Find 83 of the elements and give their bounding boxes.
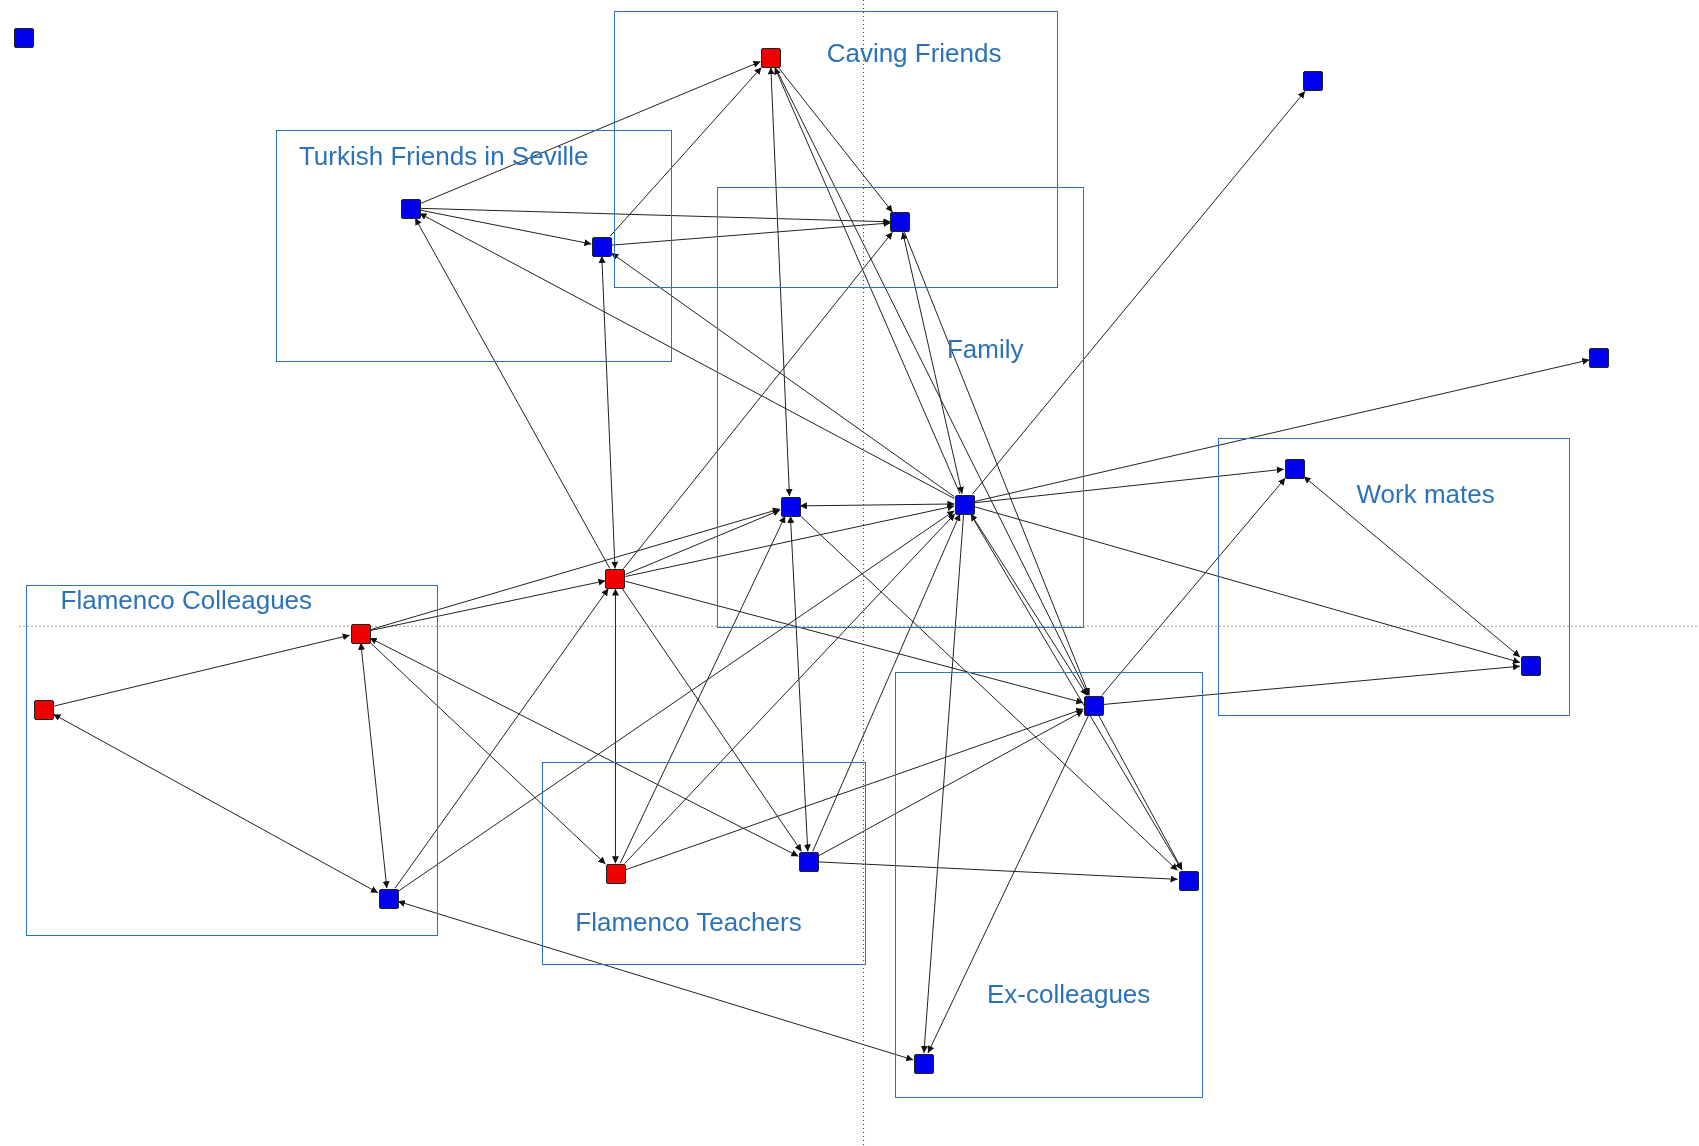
arrow bbox=[817, 710, 1084, 857]
arrow bbox=[419, 212, 955, 499]
group-box bbox=[541, 761, 866, 966]
person-node bbox=[606, 864, 627, 885]
arrow bbox=[970, 513, 1088, 696]
person-node bbox=[914, 1053, 935, 1074]
person-node bbox=[780, 497, 801, 517]
group-title: Caving Friends bbox=[826, 40, 1002, 66]
group-box bbox=[26, 585, 438, 937]
group-title: Flamenco Teachers bbox=[575, 909, 802, 935]
arrow bbox=[973, 506, 1521, 664]
arrow bbox=[817, 861, 1179, 883]
person-node bbox=[761, 48, 782, 69]
arrow bbox=[624, 509, 781, 575]
arrow bbox=[927, 714, 1090, 1054]
arrow bbox=[419, 209, 592, 247]
arrow bbox=[973, 358, 1590, 503]
arrow bbox=[903, 231, 1090, 696]
arrow bbox=[799, 500, 955, 510]
arrow bbox=[621, 588, 802, 852]
person-node bbox=[592, 236, 613, 257]
arrow bbox=[624, 707, 1084, 871]
person-node bbox=[13, 27, 34, 48]
arrow bbox=[598, 255, 619, 570]
group-title: Ex-colleagues bbox=[987, 980, 1151, 1007]
person-node bbox=[350, 623, 371, 644]
arrow bbox=[1102, 663, 1521, 705]
group-box bbox=[717, 187, 1084, 629]
arrow bbox=[787, 515, 811, 852]
arrow bbox=[397, 900, 914, 1062]
group-box bbox=[276, 130, 672, 362]
arrow bbox=[369, 578, 606, 632]
arrow bbox=[369, 507, 781, 631]
arrow bbox=[1303, 475, 1521, 658]
arrow bbox=[369, 641, 606, 865]
arrow bbox=[419, 61, 761, 205]
arrow bbox=[624, 504, 955, 577]
arrow bbox=[1098, 714, 1183, 871]
arrow bbox=[619, 515, 786, 864]
person-node bbox=[1589, 347, 1610, 368]
person-node bbox=[605, 568, 626, 589]
arrow bbox=[972, 90, 1306, 495]
person-node bbox=[1084, 696, 1105, 717]
person-node bbox=[890, 212, 911, 233]
person-node bbox=[378, 889, 399, 910]
arrow bbox=[624, 513, 956, 864]
arrow bbox=[394, 588, 609, 889]
person-node bbox=[1284, 459, 1305, 480]
person-node bbox=[1178, 870, 1199, 891]
arrow bbox=[767, 66, 793, 497]
person-node bbox=[1520, 656, 1541, 677]
person-node bbox=[400, 199, 421, 219]
arrow bbox=[414, 217, 611, 570]
arrow bbox=[609, 66, 762, 237]
arrow bbox=[369, 637, 799, 857]
arrow bbox=[900, 231, 964, 495]
arrow bbox=[611, 588, 619, 864]
group-title: Flamenco Colleagues bbox=[60, 587, 313, 614]
arrow bbox=[397, 510, 955, 892]
arrow bbox=[799, 514, 1179, 871]
person-node bbox=[34, 699, 55, 720]
arrow bbox=[624, 580, 1084, 705]
arrow bbox=[52, 713, 379, 894]
person-node bbox=[799, 852, 820, 873]
arrow bbox=[419, 207, 891, 226]
group-title: Work mates bbox=[1356, 481, 1495, 507]
arrow bbox=[969, 513, 1183, 871]
arrow bbox=[812, 513, 961, 852]
group-box bbox=[1217, 437, 1571, 717]
person-node bbox=[955, 494, 976, 515]
group-box bbox=[614, 10, 1058, 289]
arrow bbox=[52, 633, 351, 707]
arrow bbox=[358, 642, 390, 889]
arrow bbox=[777, 66, 894, 213]
arrow bbox=[622, 231, 893, 570]
arrow bbox=[920, 513, 965, 1054]
person-node bbox=[1303, 71, 1324, 92]
arrow bbox=[1101, 477, 1286, 696]
arrow bbox=[610, 220, 891, 246]
arrow bbox=[774, 66, 961, 495]
arrow bbox=[610, 252, 955, 498]
arrow bbox=[973, 466, 1285, 504]
group-box bbox=[895, 671, 1203, 1098]
